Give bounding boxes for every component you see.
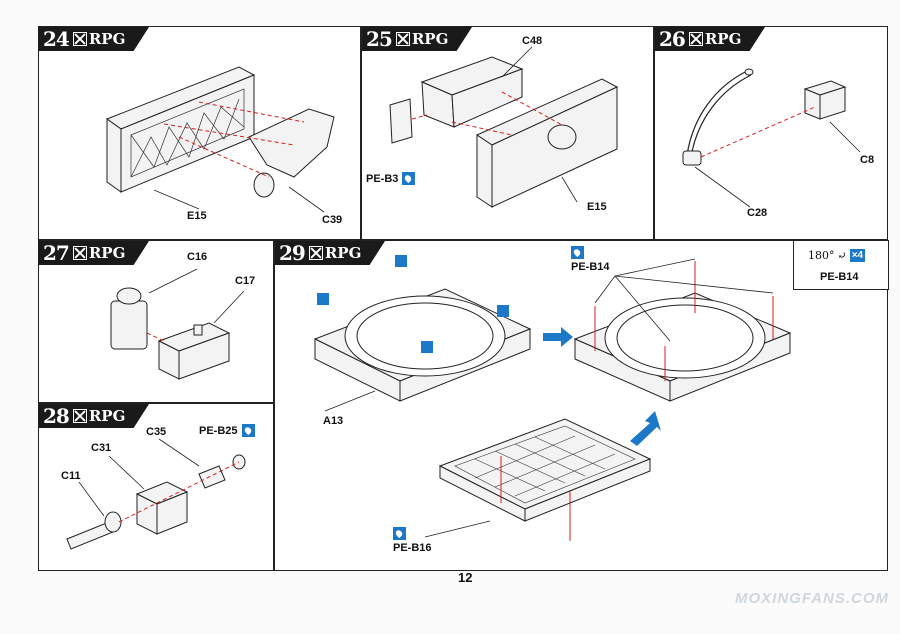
step-27-panel: 27 RPG C16 C17: [38, 240, 274, 403]
step-24-header: 24 RPG: [39, 27, 149, 51]
step-26-panel: 26 RPG C8 C28: [654, 26, 888, 240]
step-25-header: 25 RPG: [362, 27, 472, 51]
step-24-panel: 24 RPG: [38, 26, 361, 240]
step-26-drawing: [682, 68, 861, 208]
photo-etch-icon: [402, 172, 416, 185]
step-29-panel: 29 RPG: [274, 240, 888, 571]
part-label: C17: [235, 275, 256, 287]
part-label: C8: [860, 154, 875, 166]
step-26-header: 26 RPG: [655, 27, 765, 51]
step-28-drawing: [66, 438, 246, 550]
part-label: C28: [747, 207, 768, 219]
part-label: C31: [91, 442, 112, 454]
rpg-logo: RPG: [72, 407, 125, 425]
step-number: 25: [366, 27, 393, 51]
part-label: C16: [187, 251, 208, 263]
step-number: 28: [43, 404, 70, 428]
part-label: C11: [61, 470, 81, 482]
pe-part-label: PE-B3: [366, 172, 416, 185]
photo-etch-icon: [393, 527, 406, 540]
part-label: A13: [323, 415, 344, 427]
part-label: C39: [322, 214, 343, 226]
step-25-drawing: [389, 46, 619, 208]
photo-etch-icon: [571, 246, 584, 259]
pe-part-label: PE-B25: [199, 424, 255, 437]
step-number: 24: [43, 27, 70, 51]
part-label: C48: [522, 35, 543, 47]
step-25-panel: 25 RPG C48 P: [361, 26, 654, 240]
rpg-logo: RPG: [395, 30, 448, 48]
step-29-header: 29 RPG: [275, 241, 385, 265]
pe-part-label: PE-B16: [393, 527, 432, 554]
step-29-drawing: [313, 255, 792, 541]
step-27-header: 27 RPG: [39, 241, 149, 265]
photo-etch-icon: [241, 424, 255, 437]
step-24-drawing: [105, 66, 335, 213]
watermark: MOXINGFANS.COM: [735, 590, 890, 607]
step-number: 26: [659, 27, 686, 51]
part-label: C35: [146, 426, 167, 438]
step-number: 29: [279, 241, 306, 265]
step-28-header: 28 RPG: [39, 404, 149, 428]
rpg-logo: RPG: [72, 244, 125, 262]
step-27-drawing: [110, 268, 245, 380]
step-28-panel: 28 RPG C35 PE-B25 C31: [38, 403, 274, 571]
quantity-badge: ×4: [849, 249, 866, 262]
part-label: E15: [587, 201, 607, 213]
pe-part-label: PE-B14: [571, 246, 610, 273]
rotation-legend: 180° ⤾ ×4 PE-B14: [793, 240, 889, 290]
rpg-logo: RPG: [688, 30, 741, 48]
page-number: 12: [458, 570, 473, 585]
step-number: 27: [43, 241, 70, 265]
part-label: E15: [187, 210, 207, 222]
rotation-text: 180°: [808, 249, 835, 262]
rpg-logo: RPG: [308, 244, 361, 262]
rpg-logo: RPG: [72, 30, 125, 48]
legend-part-label: PE-B14: [820, 271, 859, 283]
rotate-icon: ⤾: [837, 249, 847, 262]
